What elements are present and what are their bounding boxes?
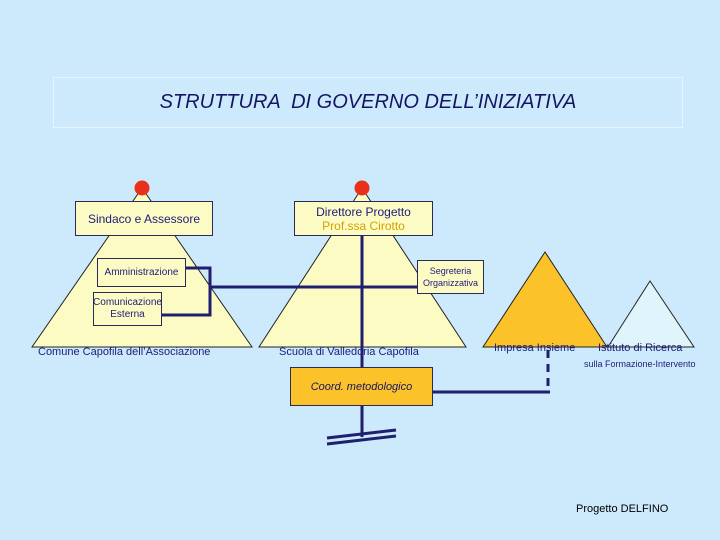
sindaco-node <box>134 180 150 196</box>
direttore-name: Prof.ssa Cirotto <box>322 218 405 233</box>
segreteria-line2: Organizzativa <box>422 278 479 288</box>
istituto-label: Istituto di Ricerca <box>598 342 683 354</box>
coord-label: Coord. metodologico <box>310 380 413 393</box>
segreteria-line1: Segreteria <box>429 266 472 276</box>
amministrazione-label: Amministrazione <box>104 267 179 278</box>
coord-box: Coord. metodologico <box>290 367 433 406</box>
footer-label: Progetto DELFINO <box>576 503 669 515</box>
amministrazione-box: Amministrazione <box>97 258 186 287</box>
direttore-box: Direttore Progetto Prof.ssa Cirotto <box>294 201 433 236</box>
segreteria-box: Segreteria Organizzativa <box>417 260 484 294</box>
direttore-title: Direttore Progetto <box>316 204 411 219</box>
impresa-triangle <box>482 251 608 348</box>
comunicazione-line2: Esterna <box>110 309 145 320</box>
comunicazione-line1: Comunicazione <box>93 297 162 308</box>
sindaco-box: Sindaco e Assessore <box>75 201 213 236</box>
page-title: STRUTTURA DI GOVERNO DELL’INIZIATIVA <box>159 91 577 113</box>
impresa-label: Impresa Insieme <box>494 342 576 354</box>
sindaco-label: Sindaco e Assessore <box>87 211 201 226</box>
comunicazione-box: Comunicazione Esterna <box>93 292 162 326</box>
istituto-sublabel: sulla Formazione-Intervento <box>584 359 696 369</box>
ground-symbol <box>326 428 397 446</box>
comune-label: Comune Capofila dell’Associazione <box>38 346 211 358</box>
title-box: STRUTTURA DI GOVERNO DELL’INIZIATIVA <box>53 77 683 128</box>
scuola-label: Scuola di Valledoria Capofila <box>279 346 419 358</box>
istituto-triangle <box>607 280 695 348</box>
direttore-node <box>354 180 370 196</box>
